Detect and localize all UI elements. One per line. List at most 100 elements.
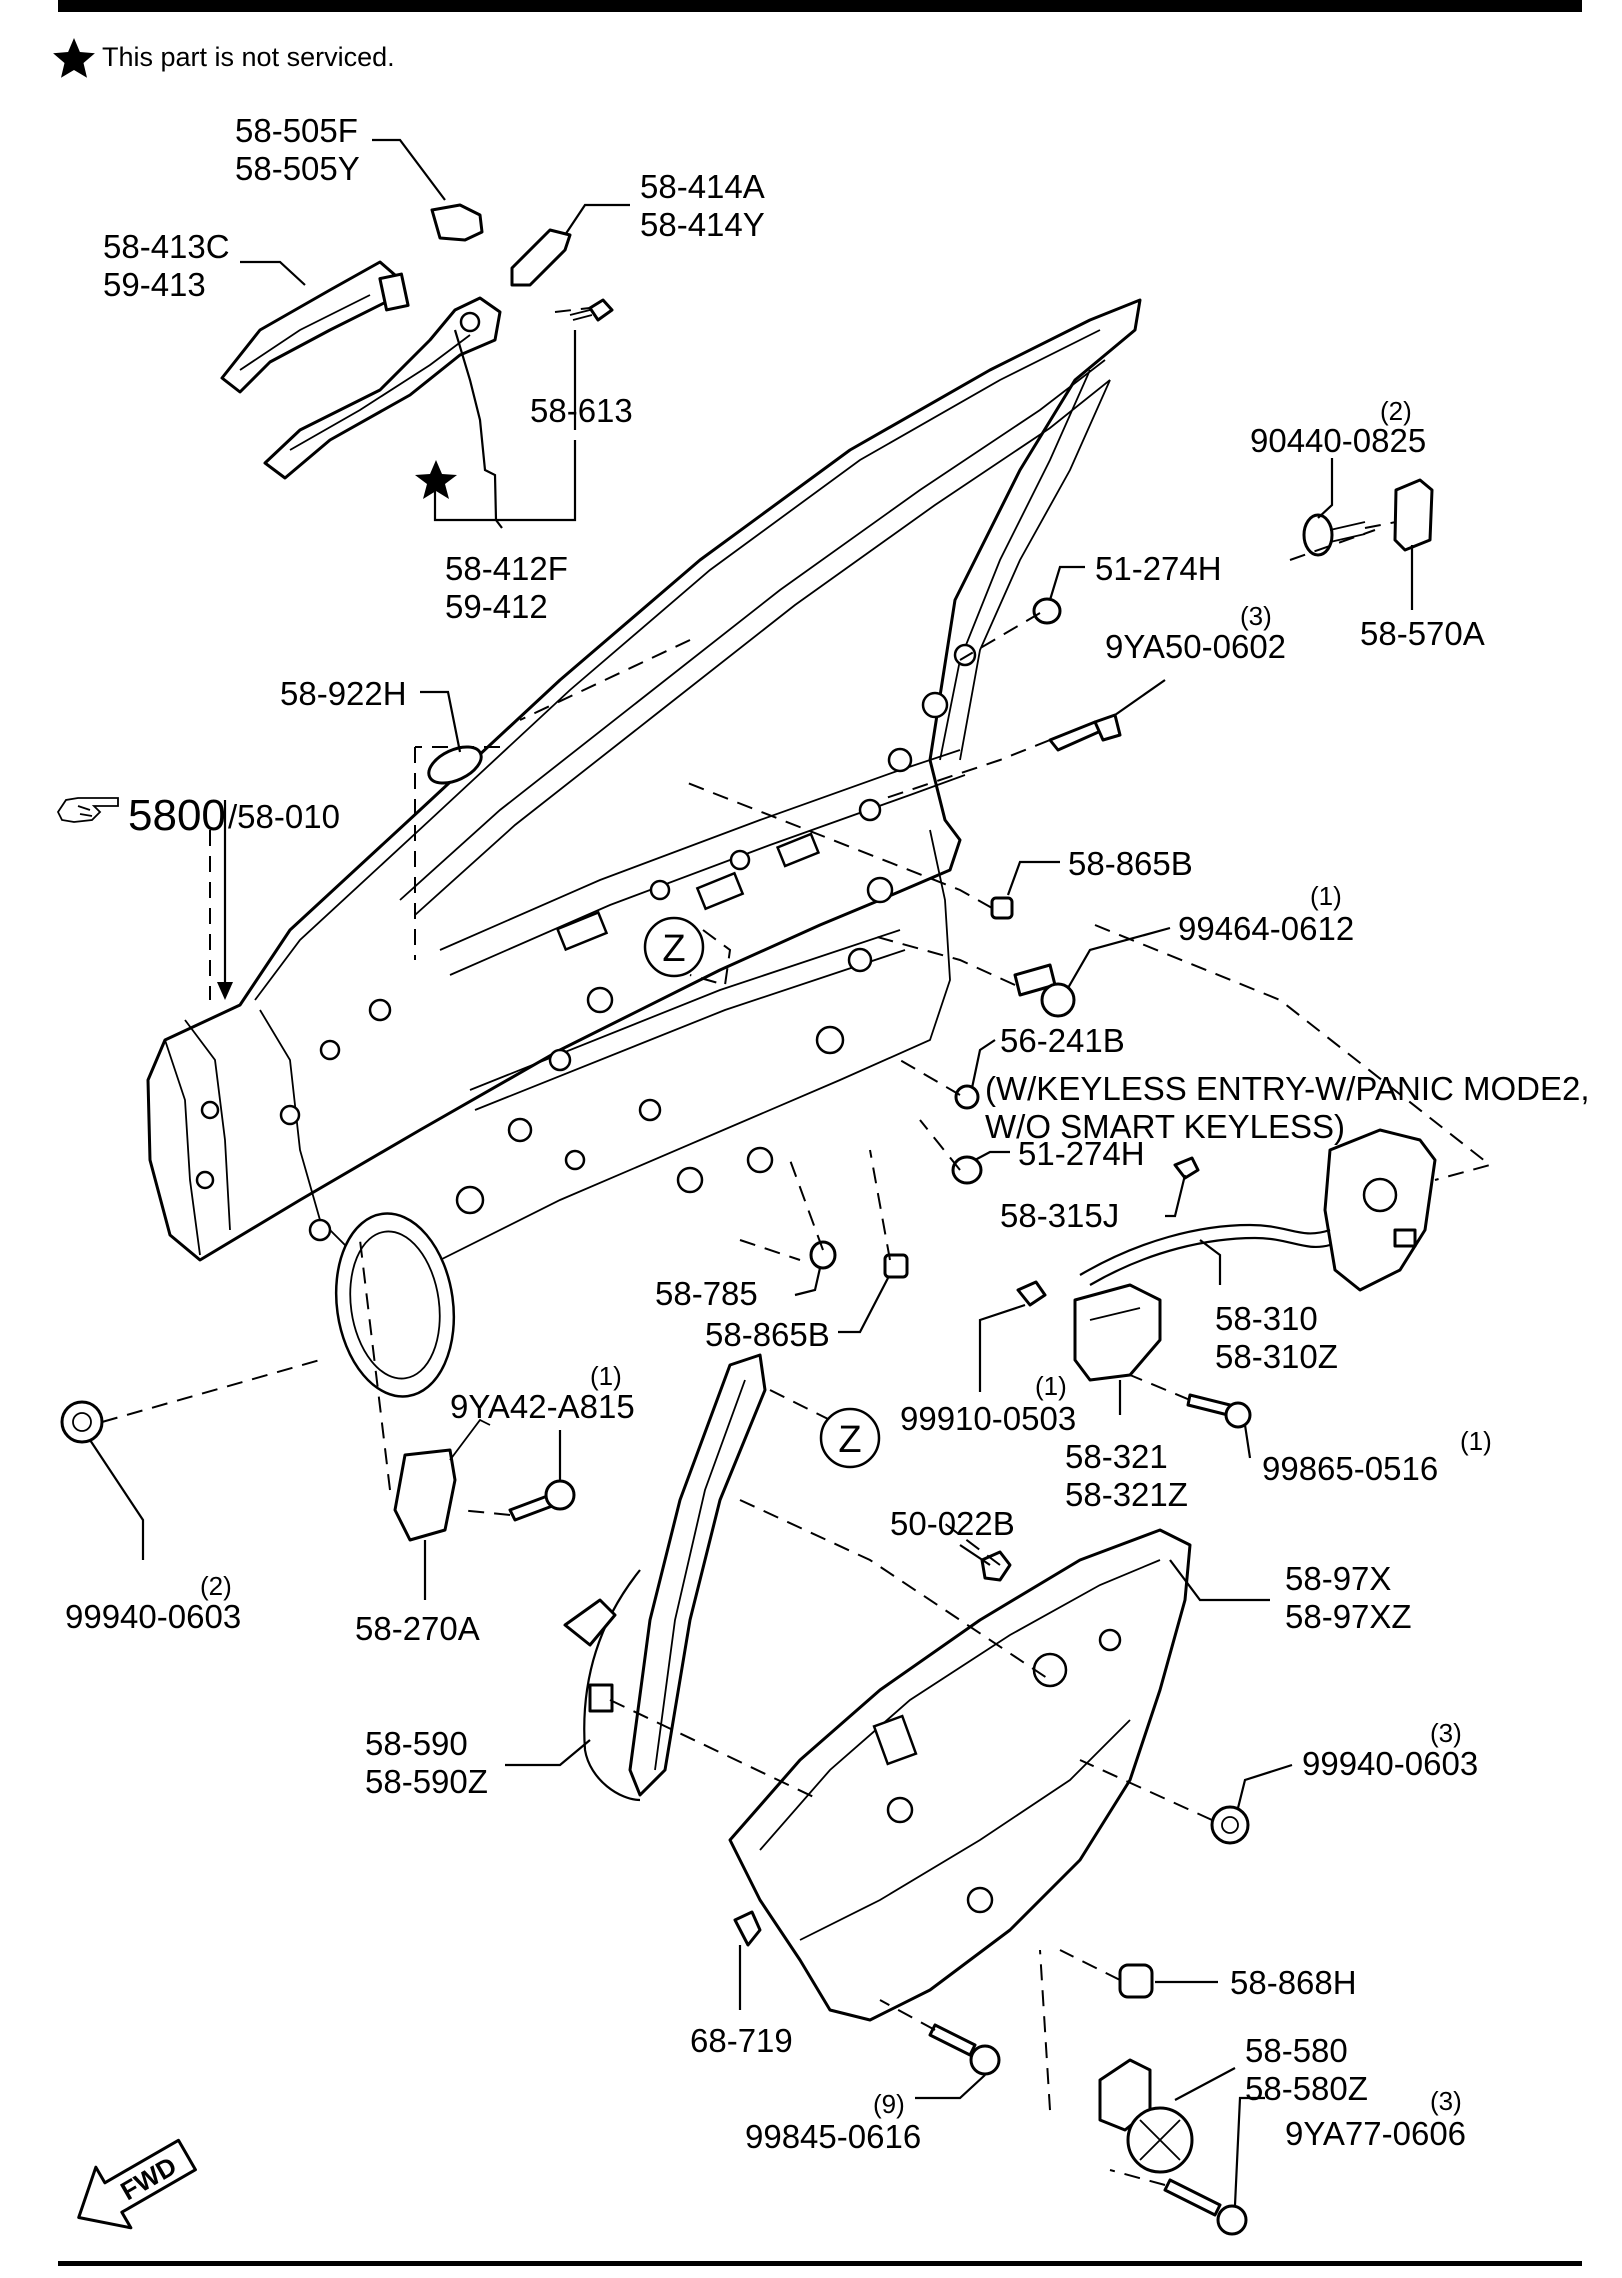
assembly-lines — [101, 307, 1493, 2186]
label-59-412: 59-412 — [445, 588, 548, 625]
clip-99910 — [1016, 1280, 1047, 1307]
label-58-270A: 58-270A — [355, 1610, 480, 1647]
label-58-580: 58-580 — [1245, 2032, 1348, 2069]
door-shell — [146, 298, 1142, 1398]
z-marker-lower: Z — [819, 1407, 881, 1469]
reference-part: /58-010 — [228, 798, 340, 835]
label-99464-0612: 99464-0612 — [1178, 910, 1354, 947]
bumper-58-865B-lower — [883, 1253, 909, 1279]
label-59-413: 59-413 — [103, 266, 206, 303]
label-99910-0503: 99910-0503 — [900, 1400, 1076, 1437]
qty-99940-left: (2) — [200, 1571, 232, 1601]
leader-lines — [89, 138, 1414, 2206]
star-icon — [53, 38, 95, 78]
label-58-414A: 58-414A — [640, 168, 765, 205]
outer-handle — [220, 260, 410, 394]
svg-text:Z: Z — [838, 1419, 861, 1461]
qty-9ya50: (3) — [1240, 601, 1272, 631]
bolt-9ya77 — [1163, 2178, 1248, 2236]
screw-90440 — [1302, 513, 1366, 557]
label-99845-0616: 99845-0616 — [745, 2118, 921, 2155]
qty-9ya77: (3) — [1430, 2086, 1462, 2116]
handle-rod — [453, 329, 503, 529]
qty-90440: (2) — [1380, 396, 1412, 426]
latch-cable — [1079, 1223, 1331, 1276]
label-51-274H-upper: 51-274H — [1095, 550, 1222, 587]
label-58-865B-upper: 58-865B — [1068, 845, 1193, 882]
clip-50-022B — [980, 1550, 1012, 1582]
fwd-arrow-icon: FWD — [77, 2138, 197, 2230]
screw-99865 — [1186, 1393, 1252, 1429]
bolt-99845 — [928, 2023, 1001, 2076]
handle-gasket — [510, 228, 572, 287]
label-51-274H-lower: 51-274H — [1018, 1135, 1145, 1172]
label-90440-0825: 90440-0825 — [1250, 422, 1426, 459]
seal-56-241B — [954, 1084, 980, 1110]
qty-9ya42: (1) — [590, 1361, 622, 1391]
label-9YA77-0606: 9YA77-0606 — [1285, 2115, 1466, 2152]
not-serviced-note: This part is not serviced. — [53, 38, 395, 78]
label-keyless-line-2: W/O SMART KEYLESS) — [985, 1108, 1345, 1145]
label-keyless-line-1: (W/KEYLESS ENTRY-W/PANIC MODE2, — [985, 1070, 1590, 1107]
label-58-321: 58-321 — [1065, 1438, 1168, 1475]
label-58-97X: 58-97X — [1285, 1560, 1391, 1597]
label-58-413C: 58-413C — [103, 228, 230, 265]
window-motor — [1098, 2058, 1194, 2174]
label-99865-0516: 99865-0516 — [1262, 1450, 1438, 1487]
label-58-570A: 58-570A — [1360, 615, 1485, 652]
door-latch — [1323, 1128, 1437, 1292]
label-68-719: 68-719 — [690, 2022, 793, 2059]
clip-68-719 — [733, 1910, 762, 1947]
label-9YA42-A815: 9YA42-A815 — [450, 1388, 635, 1425]
inner-handle — [1073, 1283, 1162, 1382]
clip-58-315J — [1173, 1156, 1200, 1180]
label-58-785: 58-785 — [655, 1275, 758, 1312]
part-labels: 58-505F 58-505Y 58-414A 58-414Y 58-413C … — [56, 112, 1590, 2155]
qty-99865: (1) — [1460, 1426, 1492, 1456]
grommet-51-274H-upper — [1032, 597, 1062, 625]
section-pointer-arrow — [217, 982, 233, 1000]
label-58-412F: 58-412F — [445, 550, 568, 587]
label-58-590: 58-590 — [365, 1725, 468, 1762]
plug-58-922H — [427, 745, 483, 785]
bolt-9ya50 — [1048, 713, 1122, 752]
nut-99940-left — [60, 1400, 104, 1444]
module-carrier — [728, 1528, 1192, 2022]
reference-section: 5800 — [128, 791, 226, 840]
qty-99845: (9) — [873, 2089, 905, 2119]
screw-58-613 — [569, 298, 614, 322]
label-58-505F: 58-505F — [235, 112, 358, 149]
plug-58-785 — [809, 1240, 837, 1270]
grommet-51-274H-lower — [951, 1155, 983, 1185]
bolt-99464 — [1013, 963, 1076, 1018]
label-9YA50-0602: 9YA50-0602 — [1105, 628, 1286, 665]
window-regulator — [563, 1353, 767, 1802]
label-58-310: 58-310 — [1215, 1300, 1318, 1337]
label-56-241B: 56-241B — [1000, 1022, 1125, 1059]
label-58-321Z: 58-321Z — [1065, 1476, 1188, 1513]
label-99940-0603-left: 99940-0603 — [65, 1598, 241, 1635]
label-58-505Y: 58-505Y — [235, 150, 360, 187]
label-58-414Y: 58-414Y — [640, 206, 765, 243]
svg-text:Z: Z — [662, 928, 685, 970]
clip-58-570A — [1393, 478, 1434, 552]
qty-99464: (1) — [1310, 881, 1342, 911]
bumper-58-865B-upper — [990, 896, 1014, 920]
handle-cap — [430, 203, 484, 242]
label-58-613: 58-613 — [530, 392, 633, 429]
z-marker-upper: Z — [643, 916, 705, 978]
label-58-315J: 58-315J — [1000, 1197, 1119, 1234]
label-58-97XZ: 58-97XZ — [1285, 1598, 1412, 1635]
note-text: This part is not serviced. — [102, 42, 395, 72]
seal-58-868H — [1118, 1963, 1154, 1999]
label-58-590Z: 58-590Z — [365, 1763, 488, 1800]
label-99940-0603-right: 99940-0603 — [1302, 1745, 1478, 1782]
nut-99940-right — [1210, 1805, 1250, 1845]
bottom-rule — [58, 2261, 1582, 2266]
label-58-868H: 58-868H — [1230, 1964, 1357, 2001]
label-58-922H: 58-922H — [280, 675, 407, 712]
label-58-580Z: 58-580Z — [1245, 2070, 1368, 2107]
qty-99940-right: (3) — [1430, 1718, 1462, 1748]
handle-carrier — [263, 296, 502, 480]
